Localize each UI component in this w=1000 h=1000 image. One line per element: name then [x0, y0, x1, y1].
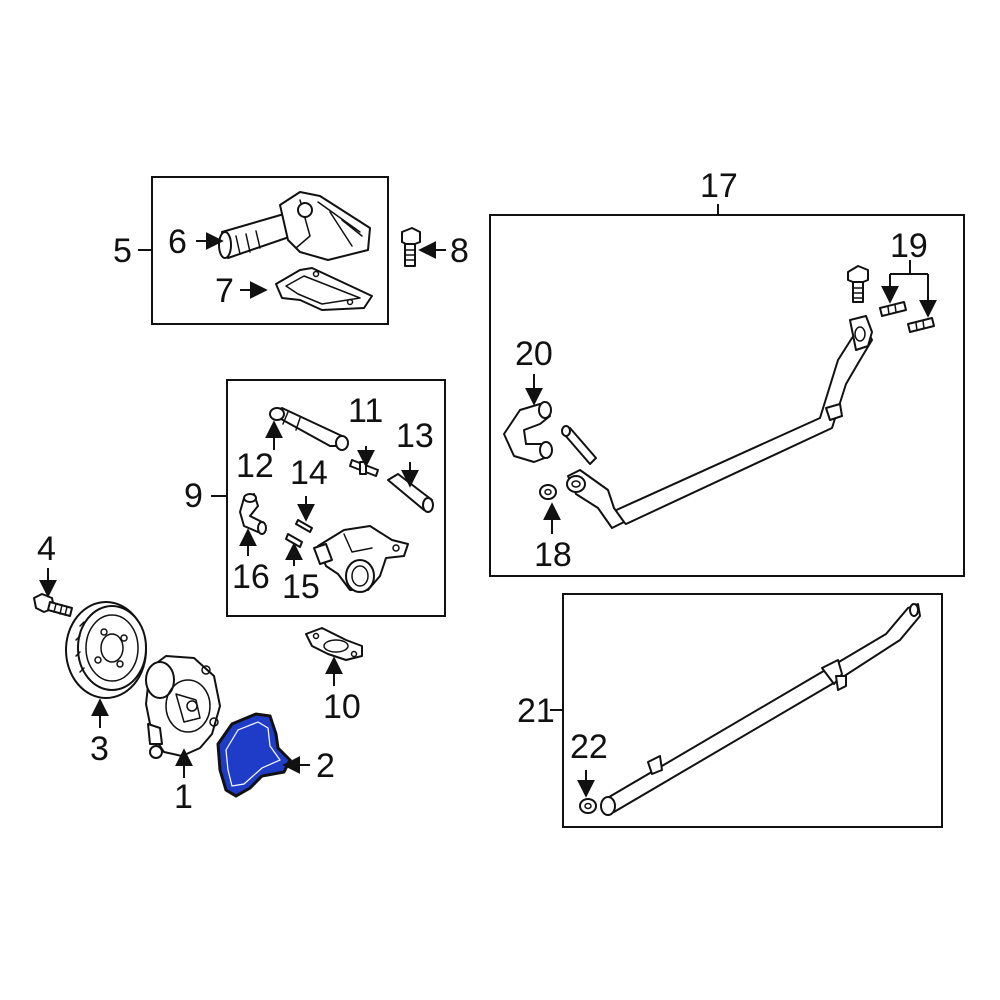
thermostat-housing[interactable]	[313, 525, 409, 593]
part-18-washer[interactable]	[539, 484, 557, 500]
part-20-hose[interactable]	[503, 401, 553, 463]
part-4-bolt[interactable]	[33, 593, 73, 617]
group-box-9	[226, 379, 446, 617]
part-2-gasket-highlighted[interactable]	[216, 712, 292, 798]
callout-5: 5	[113, 232, 132, 270]
part-16-elbow-hose[interactable]	[239, 493, 267, 535]
callout-8: 8	[450, 232, 469, 270]
callout-20: 20	[515, 335, 553, 373]
callout-11: 11	[348, 392, 383, 430]
part-6-outlet-housing[interactable]	[218, 191, 371, 261]
part-8-bolt[interactable]	[401, 227, 421, 267]
part-7-gasket[interactable]	[275, 267, 373, 311]
callout-labels: 1 2 3 4 5 6 7 8 9 10 11 12 13 14 15 16 1…	[37, 167, 928, 816]
group-box-17	[489, 214, 965, 577]
callout-14: 14	[290, 454, 328, 492]
callout-22: 22	[570, 728, 608, 766]
callout-15: 15	[282, 568, 320, 606]
callout-19: 19	[890, 227, 928, 265]
callout-18: 18	[534, 536, 572, 574]
part-3-pulley[interactable]	[65, 601, 147, 699]
part-10-gasket[interactable]	[305, 627, 363, 661]
callout-1: 1	[174, 778, 193, 816]
callout-6: 6	[168, 223, 187, 261]
part-13-hose[interactable]	[387, 473, 434, 513]
leader-arrows	[39, 232, 937, 798]
part-12-bypass-pipe[interactable]	[269, 407, 349, 451]
callout-7: 7	[215, 272, 234, 310]
callout-17: 17	[700, 167, 738, 205]
coolant-pipe-lower[interactable]	[600, 603, 921, 816]
callout-2: 2	[316, 747, 335, 785]
part-22-washer[interactable]	[579, 798, 597, 814]
part-1-water-pump[interactable]	[145, 655, 221, 759]
callout-10: 10	[323, 688, 361, 726]
bracket-bolt[interactable]	[847, 265, 869, 303]
callout-9: 9	[184, 477, 203, 515]
part-19-studs[interactable]	[879, 301, 935, 333]
coolant-pipe[interactable]	[561, 315, 873, 529]
callout-3: 3	[90, 730, 109, 768]
part-11-fitting[interactable]	[349, 459, 379, 477]
callout-21: 21	[517, 692, 555, 730]
callout-12: 12	[236, 447, 274, 485]
part-14-pin[interactable]	[295, 519, 313, 533]
callout-13: 13	[396, 417, 434, 455]
callout-4: 4	[37, 530, 56, 568]
callout-16: 16	[232, 558, 270, 596]
